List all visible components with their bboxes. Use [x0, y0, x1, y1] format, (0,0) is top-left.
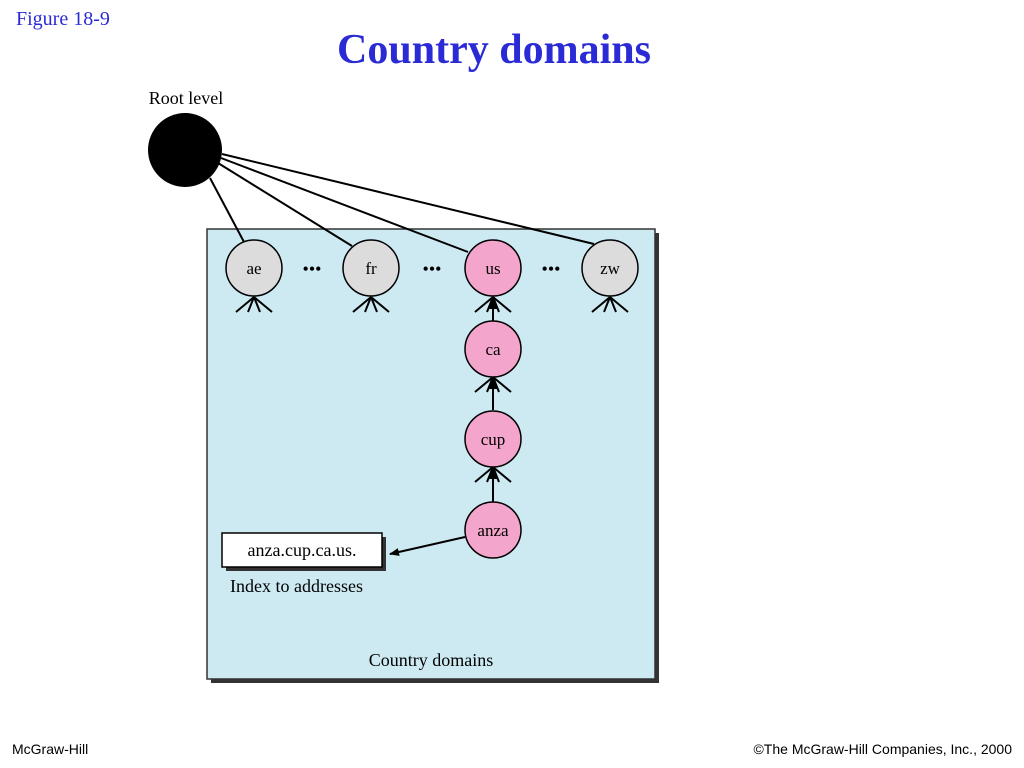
node-zw: [581, 239, 639, 297]
node-ca-label: ca: [485, 340, 501, 359]
node-ae-label: ae: [246, 259, 261, 278]
node-us: [464, 239, 522, 297]
link-root-fr: [217, 162, 353, 247]
root-node: [148, 113, 222, 187]
node-fr: [342, 239, 400, 297]
ellipsis-1: •••: [303, 259, 322, 279]
node-fr-label: fr: [365, 259, 377, 278]
fan-zw: [591, 296, 629, 313]
ellipsis-3: •••: [542, 259, 561, 279]
address-box: [221, 532, 383, 568]
fan-ae: [235, 296, 273, 313]
node-cup: [464, 410, 522, 468]
node-us-label: us: [485, 259, 500, 278]
fan-fr: [352, 296, 390, 313]
ellipsis-2: •••: [423, 259, 442, 279]
figure-label: Figure 18-9: [16, 8, 110, 30]
footer-publisher: McGraw-Hill: [12, 741, 89, 757]
address-box-text: anza.cup.ca.us.: [248, 540, 357, 560]
root-links: [209, 153, 595, 253]
link-root-us: [220, 157, 469, 253]
link-root-zw: [221, 153, 595, 245]
node-anza: [464, 501, 522, 559]
root-level-label: Root level: [149, 88, 224, 108]
chain-links: [389, 299, 497, 556]
node-ae: [225, 239, 283, 297]
node-cup-label: cup: [481, 430, 506, 449]
link-root-ae: [209, 177, 245, 243]
address-caption: Index to addresses: [230, 576, 363, 596]
node-anza-label: anza: [477, 521, 509, 540]
node-ca: [464, 320, 522, 378]
arrow-anza-to-address: [389, 536, 466, 556]
footer-copyright: ©The McGraw-Hill Companies, Inc., 2000: [753, 741, 1012, 757]
country-domains-panel: [206, 228, 656, 680]
panel-caption: Country domains: [369, 650, 494, 670]
slide-title: Country domains: [337, 27, 651, 73]
node-zw-label: zw: [600, 259, 621, 278]
